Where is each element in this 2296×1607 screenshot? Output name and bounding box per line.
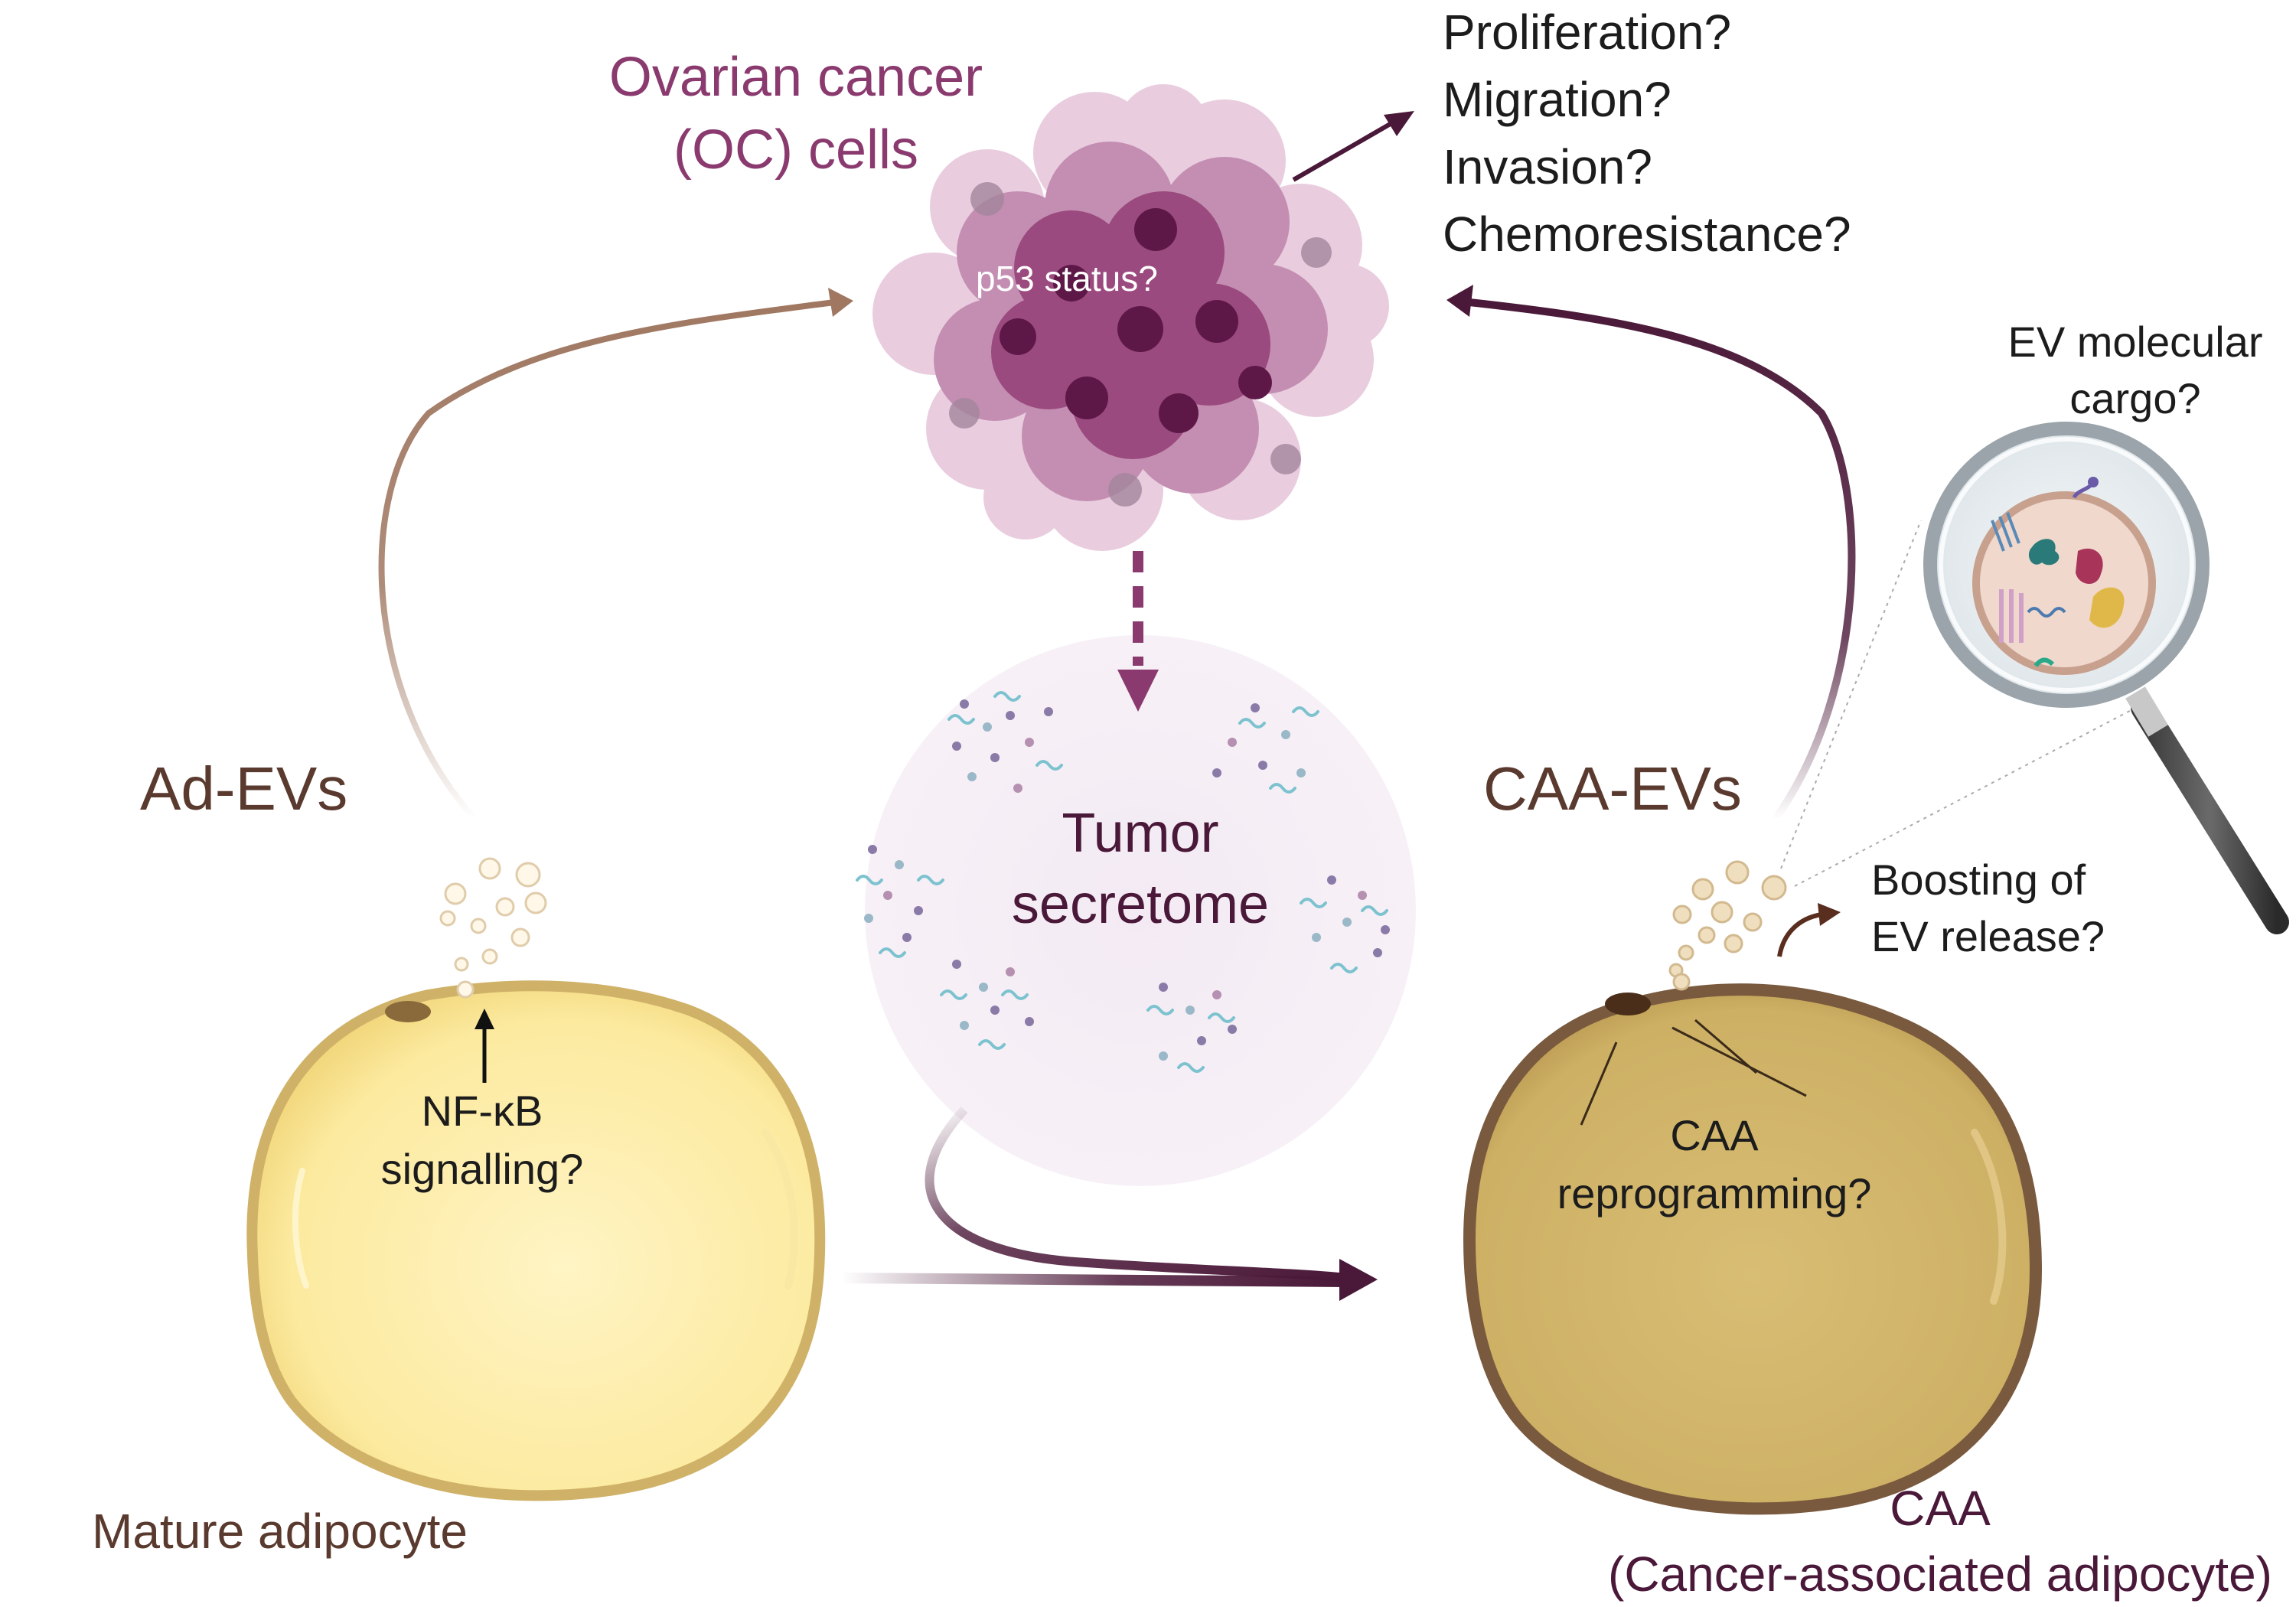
questions-arrow	[1292, 111, 1414, 182]
transition-arrow	[841, 1106, 1378, 1301]
caa-reprogramming-line-2: reprogramming?	[1557, 1169, 1872, 1218]
nfkb-line-1: NF-κB	[421, 1087, 543, 1135]
question-proliferation: Proliferation?	[1443, 5, 1732, 60]
question-chemoresistance: Chemoresistance?	[1443, 207, 1851, 262]
caa-caption-line-1: CAA	[1890, 1481, 1991, 1536]
p53-status-label: p53 status?	[976, 259, 1158, 298]
caa-reprogramming-label: CAA reprogramming?	[1531, 1111, 1898, 1219]
oc-title-line-1: Ovarian cancer	[608, 47, 983, 108]
secretome-strands	[856, 691, 1388, 1073]
caa-caption: CAA (Cancer-associated adipocyte)	[1592, 1481, 2288, 1602]
caa-cell	[1463, 860, 2043, 1515]
nfkb-line-2: signalling?	[380, 1145, 584, 1194]
question-invasion: Invasion?	[1443, 139, 1652, 194]
secretome-line-1: Tumor	[1062, 803, 1219, 864]
oc-title-line-2: (OC) cells	[673, 119, 918, 181]
mature-adipocyte-cell	[246, 857, 826, 1501]
caa-ev-vesicles	[1668, 860, 1787, 991]
caa-caption-line-2: (Cancer-associated adipocyte)	[1608, 1546, 2272, 1602]
oc-cell-cluster	[872, 84, 1389, 551]
boost-arrow	[1777, 903, 1841, 957]
caa-evs-arrow	[1446, 285, 1856, 821]
caa-evs-label: CAA-EVs	[1483, 755, 1742, 823]
ev-cargo-line-1: EV molecular	[2007, 318, 2263, 366]
secretome-label: Tumor secretome	[949, 802, 1332, 937]
boost-ev-label: Boosting of EV release?	[1871, 856, 2105, 962]
phenotype-questions: Proliferation? Migration? Invasion? Chem…	[1443, 0, 1851, 268]
oc-title: Ovarian cancer (OC) cells	[597, 46, 995, 182]
boost-line-2: EV release?	[1871, 912, 2105, 961]
nfkb-arrow	[475, 1009, 494, 1083]
secretome-line-2: secretome	[1011, 873, 1270, 935]
dashed-down-arrow	[1117, 551, 1159, 712]
caa-reprogramming-line-1: CAA	[1670, 1111, 1759, 1159]
question-migration: Migration?	[1443, 72, 1671, 127]
ad-ev-vesicles	[439, 857, 547, 999]
ev-cargo-label: EV molecular cargo?	[2005, 318, 2265, 424]
ad-evs-arrow	[378, 288, 853, 821]
secretome-circle	[856, 635, 1416, 1186]
ad-evs-label: Ad-EVs	[140, 755, 348, 823]
boost-line-1: Boosting of	[1871, 856, 2086, 904]
mature-adipocyte-label: Mature adipocyte	[92, 1504, 468, 1559]
secretome-molecules	[864, 699, 1390, 1061]
magnifier-dotted-lines	[1780, 520, 2144, 887]
ev-cargo-line-2: cargo?	[2069, 374, 2201, 423]
magnifier-icon	[1923, 422, 2289, 934]
nfkb-label: NF-κB signalling?	[344, 1087, 620, 1195]
